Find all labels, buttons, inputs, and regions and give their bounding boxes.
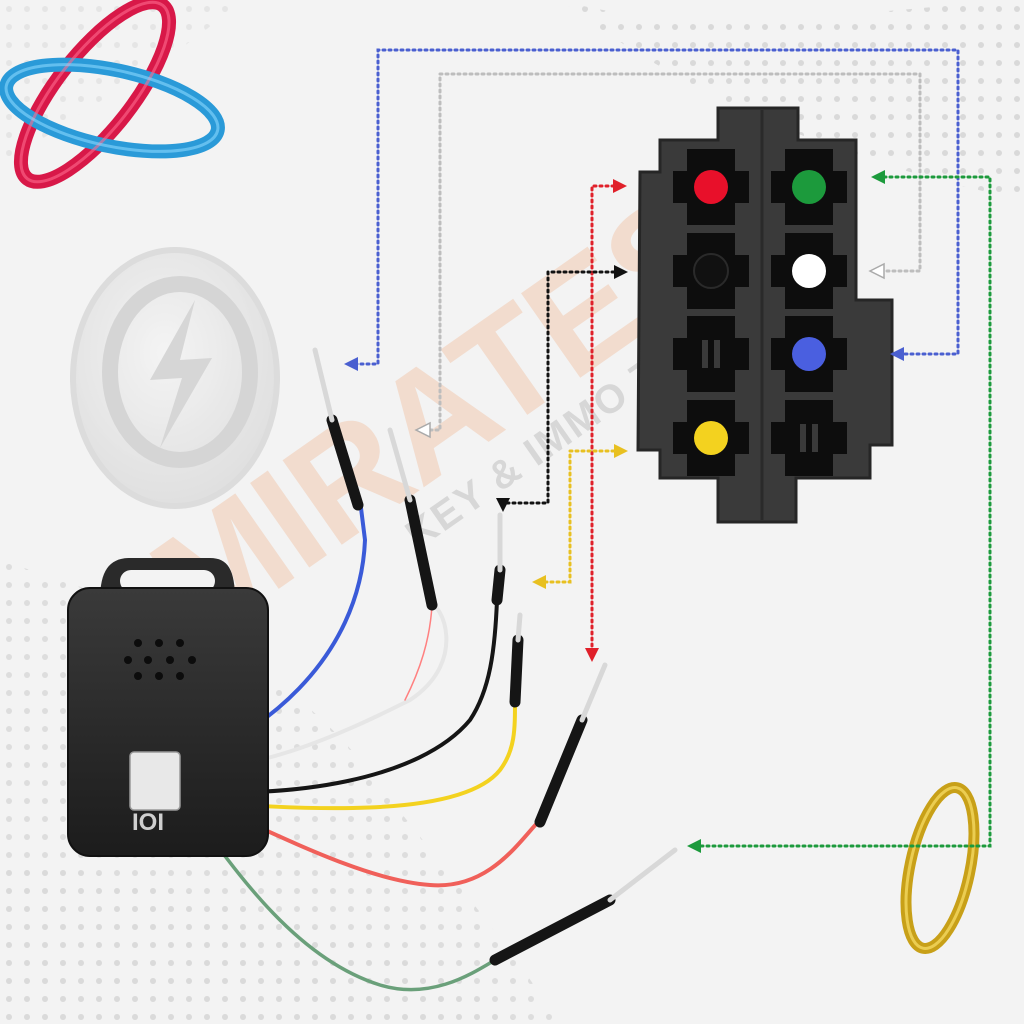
wire-green	[183, 798, 497, 992]
speaker-hole	[155, 639, 163, 647]
arrow-blue-pin	[890, 347, 904, 361]
terminal-blue-sleeve	[326, 414, 364, 511]
pin-empty-bar-r3c1	[714, 340, 720, 368]
speaker-holes	[124, 639, 196, 680]
arrow-white	[414, 421, 431, 439]
lightning-coin-decoration	[70, 247, 280, 509]
arrow-black-wire	[496, 498, 510, 512]
terminal-yellow-sleeve	[509, 634, 524, 708]
terminal-green-pin	[607, 847, 678, 903]
pin-empty-bar-r4c2	[800, 424, 806, 452]
terminal-white-pin	[387, 427, 413, 503]
arrow-black	[614, 265, 628, 279]
speaker-hole	[155, 672, 163, 680]
module-hanger-slot	[120, 570, 215, 592]
arrow-yellow-wire	[532, 575, 546, 589]
guide-white	[422, 72, 922, 432]
speaker-hole	[134, 672, 142, 680]
gold-ring-decoration	[900, 782, 980, 954]
speaker-hole	[166, 656, 174, 664]
terminal-red-pin	[579, 662, 608, 723]
wire-red-thin	[404, 604, 433, 701]
immo-module: IOI	[67, 558, 269, 857]
guide-arrowheads	[344, 170, 904, 853]
guide-yellow	[538, 449, 622, 584]
guide-lines	[350, 48, 992, 848]
pin-green	[792, 170, 826, 204]
module-body	[67, 587, 269, 857]
arrow-yellow	[614, 444, 628, 458]
interlocked-rings-decoration	[0, 0, 225, 189]
wire-terminals	[312, 347, 678, 966]
arrow-green	[871, 170, 885, 184]
pin-blue	[792, 337, 826, 371]
speaker-hole	[176, 639, 184, 647]
arrow-red-wire	[585, 648, 599, 662]
module-plug	[129, 751, 181, 811]
guide-black	[501, 270, 622, 505]
connector-pins	[673, 149, 847, 476]
speaker-hole	[134, 639, 142, 647]
module-badge: IOI	[132, 809, 164, 836]
speaker-hole	[188, 656, 196, 664]
guide-red	[590, 184, 622, 654]
pin-white	[792, 254, 826, 288]
terminal-white-sleeve	[404, 494, 438, 611]
speaker-hole	[144, 656, 152, 664]
pin-empty-bar-r3c1	[702, 340, 708, 368]
pin-slot-r3c1	[673, 316, 749, 392]
arrow-blue	[344, 357, 358, 371]
guide-blue	[350, 48, 960, 366]
arrow-white-pin	[868, 262, 885, 280]
speaker-hole	[176, 672, 184, 680]
arrow-green-wire	[687, 839, 701, 853]
pin-slot-r4c2	[771, 400, 847, 476]
arrow-red	[613, 179, 627, 193]
speaker-hole	[124, 656, 132, 664]
terminal-blue-pin	[312, 347, 335, 423]
terminal-black-sleeve	[491, 564, 506, 606]
terminal-green-sleeve	[489, 894, 616, 966]
terminal-yellow-pin	[515, 612, 523, 643]
guide-green	[693, 175, 992, 848]
connector-housing	[636, 106, 894, 524]
pin-yellow	[694, 421, 728, 455]
terminal-red-sleeve	[534, 714, 588, 828]
pin-empty-bar-r4c2	[812, 424, 818, 452]
pin-red	[694, 170, 728, 204]
pin-black	[693, 253, 729, 289]
